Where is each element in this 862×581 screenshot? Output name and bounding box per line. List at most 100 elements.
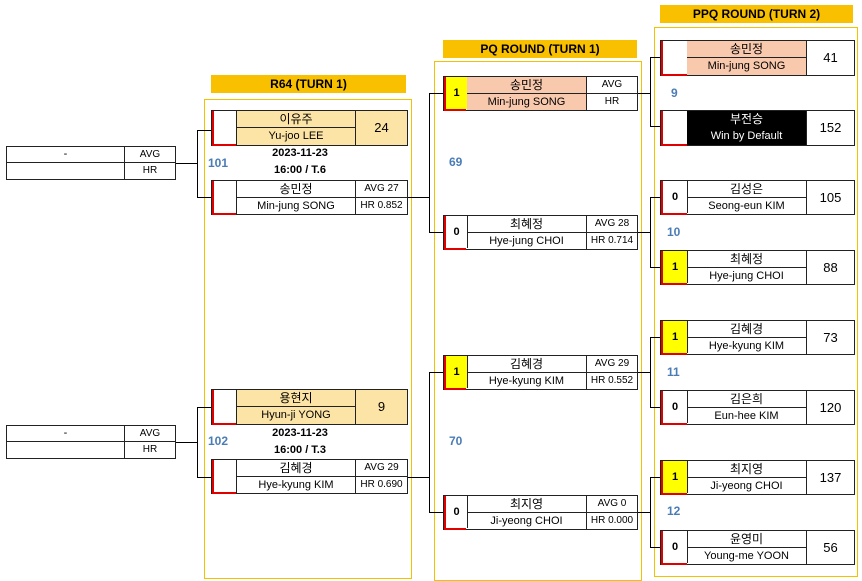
ppq-player: 송민정 Min-jung SONG 41 — [660, 40, 855, 76]
player-name-english: Win by Default — [687, 128, 807, 145]
connector-line — [176, 163, 197, 164]
player-seed: 0 — [663, 391, 688, 423]
player-score: 56 — [823, 540, 838, 555]
player-name-korean: 부전승 — [687, 111, 807, 128]
connector-line — [638, 93, 650, 94]
player-seed: 1 — [446, 356, 468, 388]
left-entry-hr: HR — [142, 165, 158, 176]
player-name-korean: 최혜정 — [687, 251, 807, 268]
match-number: 12 — [667, 504, 681, 518]
connector-line — [650, 126, 660, 127]
r64-top-player: 용현지 Hyun-ji YONG 9 — [211, 389, 408, 425]
player-score: 9 — [356, 390, 407, 424]
player-score: 73 — [823, 330, 838, 345]
player-name-english: Hye-jung CHOI — [467, 233, 587, 249]
player-hr: HR 0.000 — [590, 515, 634, 526]
connector-line — [197, 407, 211, 408]
match-time-table: 16:00 / T.3 — [274, 444, 326, 456]
player-score: 137 — [819, 470, 842, 485]
player-name-korean: 김혜경 — [236, 460, 356, 477]
left-entry-blank — [7, 442, 125, 458]
player-name-english: Hye-kyung KIM — [236, 477, 356, 493]
player-score: 105 — [819, 190, 842, 205]
connector-line — [638, 512, 650, 513]
connector-line — [650, 197, 660, 198]
match-number: 69 — [449, 155, 463, 169]
player-name-korean: 용현지 — [236, 390, 356, 407]
connector-line — [650, 477, 651, 548]
player-hr: HR 0.714 — [590, 235, 634, 246]
connector-line — [650, 337, 651, 408]
player-seed: 1 — [663, 321, 688, 353]
connector-line — [638, 232, 650, 233]
connector-line — [429, 93, 443, 94]
ppq-player: 1 최지영 Ji-yeong CHOI 137 — [660, 460, 855, 495]
r64-top-player: 이유주 Yu-joo LEE 24 — [211, 110, 408, 146]
player-hr: HR 0.852 — [360, 200, 403, 211]
player-seed: 0 — [446, 496, 468, 528]
player-avg: AVG 0 — [587, 496, 637, 513]
player-seed: 0 — [663, 531, 688, 563]
player-name-korean: 김은희 — [687, 391, 807, 408]
player-hr: HR 0.552 — [590, 375, 634, 386]
connector-line — [650, 407, 660, 408]
ppq-player: 0 김은희 Eun-hee KIM 120 — [660, 390, 855, 425]
match-number: 101 — [208, 156, 229, 170]
player-seed: 0 — [663, 181, 688, 213]
player-seed — [663, 41, 688, 74]
player-name-korean: 최혜정 — [467, 216, 587, 233]
r64-round-header: R64 (TURN 1) — [211, 75, 406, 93]
player-name-korean: 최지영 — [687, 461, 807, 478]
player-name-korean: 최지영 — [467, 496, 587, 513]
player-name-english: Ji-yeong CHOI — [687, 478, 807, 494]
player-name-english: Young-me YOON — [687, 548, 807, 564]
player-name-english: Min-jung SONG — [467, 94, 587, 110]
connector-line — [650, 267, 660, 268]
player-name-english: Seong-eun KIM — [687, 198, 807, 214]
ppq-player: 부전승 Win by Default 152 — [660, 110, 855, 146]
player-seed: 1 — [446, 77, 468, 109]
player-score: 24 — [356, 111, 407, 145]
connector-line — [429, 512, 443, 513]
connector-line — [650, 477, 660, 478]
match-number: 9 — [671, 86, 678, 100]
connector-line — [197, 130, 211, 131]
connector-line — [429, 232, 443, 233]
player-score: 88 — [823, 260, 838, 275]
left-entry: - AVG HR — [6, 146, 176, 180]
match-number: 70 — [449, 434, 463, 448]
r64-bottom-player: 김혜경 Hye-kyung KIM AVG 29 HR 0.690 — [211, 459, 408, 494]
match-number: 11 — [667, 365, 680, 379]
ppq-player: 0 윤영미 Young-me YOON 56 — [660, 530, 855, 565]
connector-line — [650, 547, 660, 548]
pq-player: 1 송민정 Min-jung SONG AVG HR — [443, 76, 638, 111]
connector-line — [197, 130, 198, 198]
pq-player: 0 최혜정 Hye-jung CHOI AVG 28 HR 0.714 — [443, 215, 638, 250]
left-entry: - AVG HR — [6, 425, 176, 459]
connector-line — [197, 477, 211, 478]
connector-line — [197, 197, 211, 198]
left-entry-hr: HR — [142, 444, 158, 455]
match-number: 102 — [208, 434, 229, 448]
match-date: 2023-11-23 — [272, 147, 328, 159]
player-seed: 1 — [663, 251, 688, 283]
player-name-english: Hye-kyung KIM — [687, 338, 807, 354]
ppq-round-header: PPQ ROUND (TURN 2) — [660, 5, 853, 23]
player-seed: 1 — [663, 461, 688, 493]
player-score: 152 — [819, 120, 842, 135]
player-name-korean: 송민정 — [236, 181, 356, 198]
connector-line — [650, 57, 651, 127]
player-name-korean: 김성은 — [687, 181, 807, 198]
player-name-english: Hye-kyung KIM — [467, 373, 587, 389]
player-avg: AVG 29 — [356, 460, 407, 477]
connector-line — [176, 442, 197, 443]
left-entry-avg: AVG — [125, 426, 175, 442]
connector-line — [429, 93, 430, 233]
player-seed — [663, 111, 688, 144]
ppq-player: 1 최혜정 Hye-jung CHOI 88 — [660, 250, 855, 285]
player-avg: AVG — [587, 77, 637, 94]
connector-line — [197, 407, 198, 477]
connector-line — [429, 372, 443, 373]
player-name-english: Min-jung SONG — [687, 58, 807, 75]
r64-bottom-player: 송민정 Min-jung SONG AVG 27 HR 0.852 — [211, 180, 408, 215]
